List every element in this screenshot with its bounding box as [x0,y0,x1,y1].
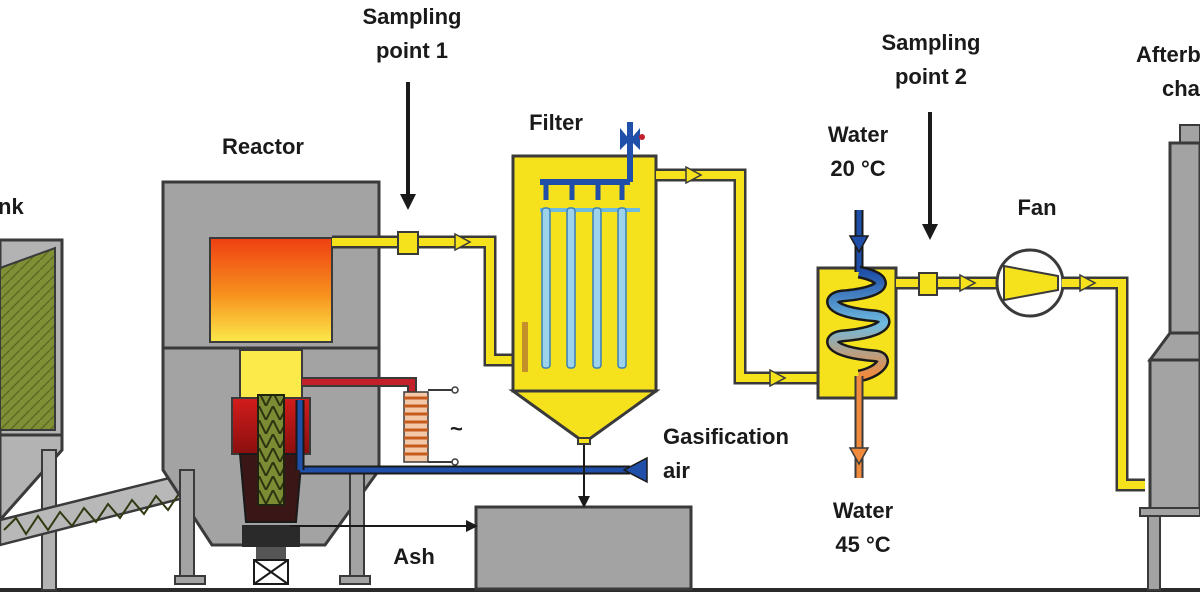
sampling-point-1-label-line2: point 1 [376,38,448,63]
gasification-air-label-line1: Gasification [663,424,789,449]
reactor-label: Reactor [222,134,304,159]
afterburning-chamber-label-line1: Afterb [1136,42,1200,67]
water-inlet-label-line2: 20 °C [830,156,885,181]
fan-label: Fan [1017,195,1056,220]
sampling-arrow-2 [922,112,938,240]
afterburning-chamber [1139,124,1200,591]
water-inlet-label-line1: Water [828,122,889,147]
sampling-arrow-1 [400,82,416,210]
fan [995,248,1065,318]
reactor [161,180,381,585]
electric-heater [302,377,459,466]
fuel-tank [0,238,64,591]
gas-pipe-reactor-filter [332,231,518,367]
bag-filter [508,122,661,445]
sampling-point-1-label-line1: Sampling [362,4,461,29]
water-outlet-label-line2: 45 °C [835,532,890,557]
ash-label: Ash [393,544,435,569]
sampling-port-1 [397,231,419,255]
sampling-port-2 [918,272,938,296]
afterburning-chamber-label-line2: cha [1162,76,1200,101]
filter-drain-arrow [578,438,590,508]
gasification-air-line [295,400,648,484]
ac-power-symbol: ~ [450,416,463,441]
gas-pipe-fan-afterburner [1062,273,1145,492]
gasification-air-label-line2: air [663,458,690,483]
sampling-point-2-label-line1: Sampling [881,30,980,55]
tank-label: nk [0,194,24,219]
ash-arrow [290,520,478,532]
heat-exchanger [816,210,898,478]
filter-label: Filter [529,110,583,135]
gas-pipe-filter-exchanger [656,165,820,388]
water-outlet-label-line1: Water [833,498,894,523]
gas-pipe-exchanger-fan [896,272,1002,296]
sampling-point-2-label-line2: point 2 [895,64,967,89]
ash-bin [474,505,693,591]
